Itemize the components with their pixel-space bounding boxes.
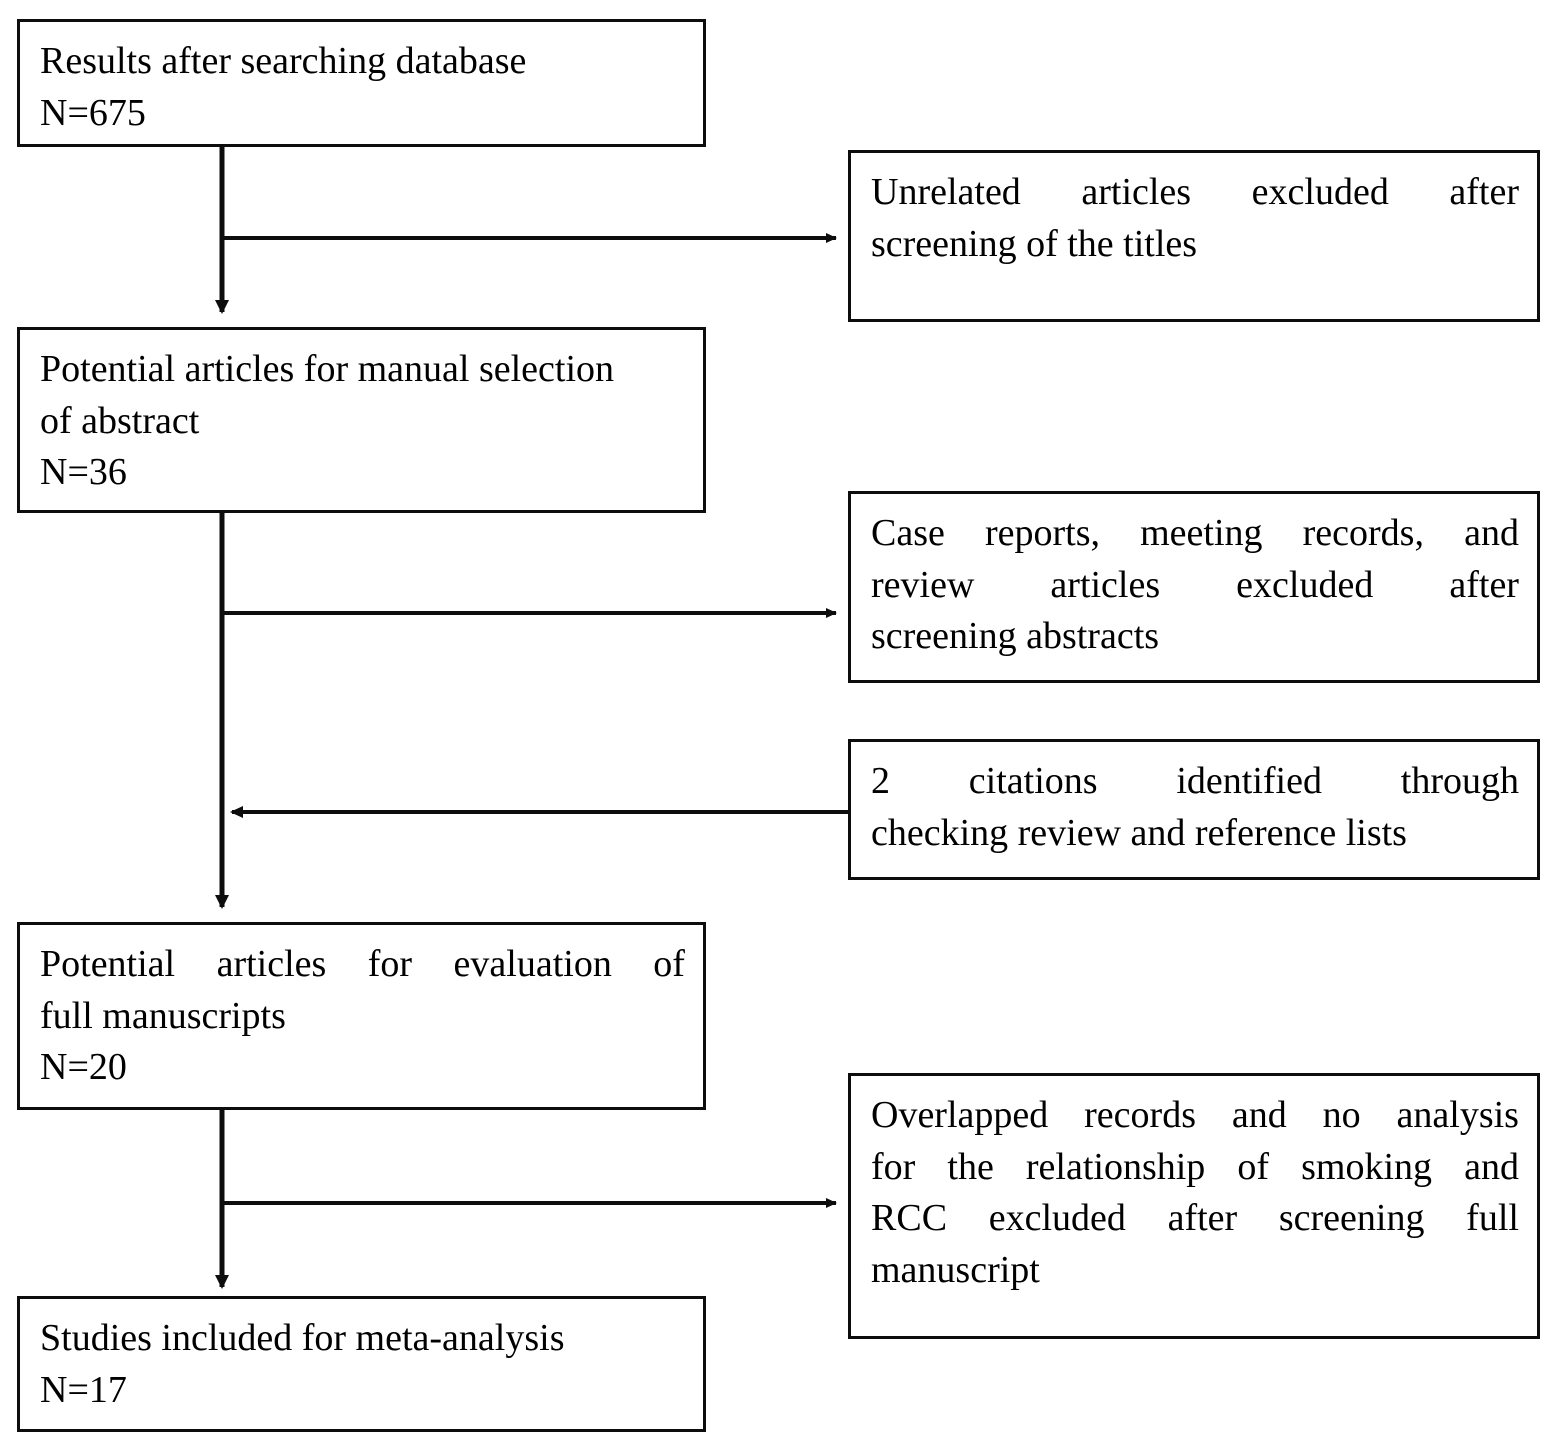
excluded-abstracts-line-3: screening abstracts <box>871 615 1160 658</box>
excluded-abstracts-line-2: review articles excluded after <box>871 563 1519 606</box>
included-studies-line-1: Studies included for meta-analysis <box>40 1317 565 1359</box>
full-manuscripts-line-1: Potential articles for evaluation of <box>40 943 685 985</box>
added-citations-line-1: 2 citations identified through <box>871 760 1519 802</box>
box-added-citations: 2 citations identified through checking … <box>848 739 1540 880</box>
full-manuscripts-count: N=20 <box>40 1046 127 1089</box>
manual-selection-line-2: of abstract <box>40 399 200 442</box>
excluded-titles-line-2: screening of the titles <box>871 222 1198 265</box>
manual-selection-line-1: Potential articles for manual selection <box>40 348 615 390</box>
excluded-abstracts-line-1: Case reports, meeting records, and <box>871 512 1519 554</box>
included-studies-count: N=17 <box>40 1368 127 1411</box>
excluded-fulltext-line-4: manuscript <box>871 1249 1040 1292</box>
box-search-results: Results after searching database N=675 <box>17 19 706 147</box>
box-excluded-abstracts: Case reports, meeting records, and revie… <box>848 491 1540 683</box>
full-manuscripts-line-2: full manuscripts <box>40 994 286 1037</box>
search-results-count: N=675 <box>40 91 146 134</box>
box-manual-selection: Potential articles for manual selection … <box>17 327 706 513</box>
excluded-titles-line-1: Unrelated articles excluded after <box>871 171 1519 213</box>
search-results-line-1: Results after searching database <box>40 40 527 82</box>
added-citations-line-2: checking review and reference lists <box>871 811 1407 854</box>
excluded-fulltext-line-1: Overlapped records and no analysis <box>871 1094 1519 1136</box>
excluded-fulltext-line-3: RCC excluded after screening full <box>871 1197 1519 1240</box>
box-included-studies: Studies included for meta-analysis N=17 <box>17 1296 706 1432</box>
manual-selection-count: N=36 <box>40 451 127 494</box>
box-excluded-fulltext: Overlapped records and no analysis for t… <box>848 1073 1540 1339</box>
excluded-fulltext-line-2: for the relationship of smoking and <box>871 1145 1519 1188</box>
box-excluded-titles: Unrelated articles excluded after screen… <box>848 150 1540 322</box>
box-full-manuscripts: Potential articles for evaluation of ful… <box>17 922 706 1110</box>
